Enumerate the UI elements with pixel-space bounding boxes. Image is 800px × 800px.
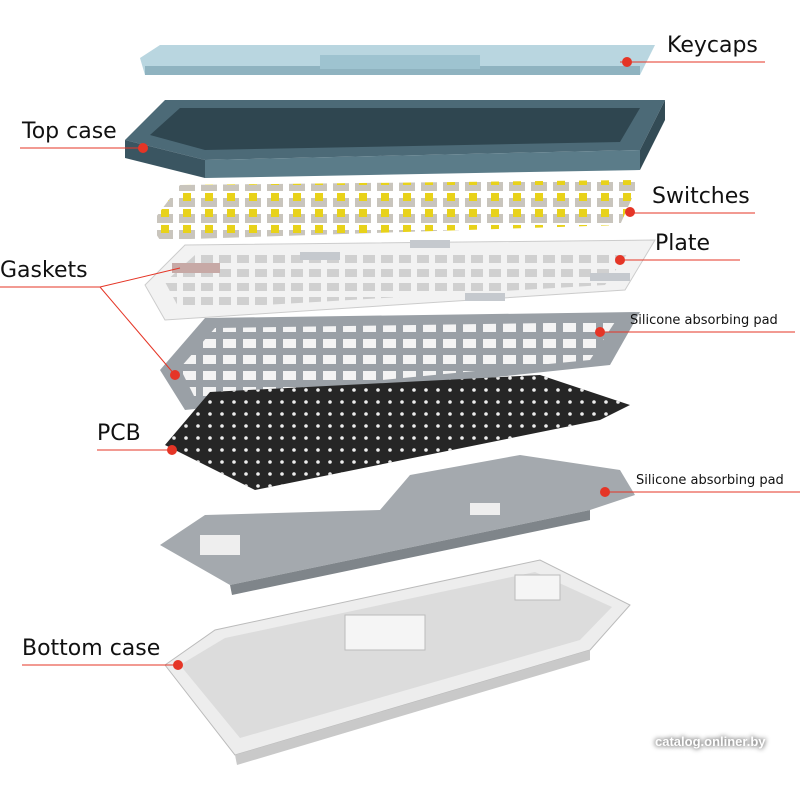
watermark: catalog.onliner.by bbox=[655, 734, 766, 749]
label-plate: Plate bbox=[655, 231, 711, 256]
gaskets-marker bbox=[170, 370, 180, 380]
label-bottom-case: Bottom case bbox=[22, 636, 161, 661]
pcb-marker bbox=[167, 445, 177, 455]
plate-layer bbox=[144, 239, 656, 332]
switches-marker bbox=[625, 207, 635, 217]
top-case-layer bbox=[125, 100, 665, 178]
label-pcb: PCB bbox=[97, 421, 141, 446]
silicone-pad-lower-layer bbox=[160, 455, 635, 595]
label-gaskets: Gaskets bbox=[0, 258, 88, 283]
keycaps-layer bbox=[140, 45, 655, 75]
pcb-layer bbox=[165, 375, 630, 490]
label-silicone-pad-lower: Silicone absorbing pad bbox=[636, 473, 784, 488]
bottom-case-marker bbox=[173, 660, 183, 670]
silicone-pad-upper-marker bbox=[595, 327, 605, 337]
label-top-case: Top case bbox=[22, 119, 117, 144]
bottom-case-layer bbox=[164, 559, 631, 765]
marker-dots bbox=[138, 57, 635, 670]
keycaps-marker bbox=[622, 57, 632, 67]
switches-layer bbox=[150, 180, 640, 240]
leader-lines bbox=[0, 61, 800, 666]
plate-marker bbox=[615, 255, 625, 265]
silicone-pad-lower-marker bbox=[600, 487, 610, 497]
top-case-marker bbox=[138, 143, 148, 153]
label-switches: Switches bbox=[652, 184, 750, 209]
label-keycaps: Keycaps bbox=[667, 33, 758, 58]
label-silicone-pad-upper: Silicone absorbing pad bbox=[630, 313, 778, 328]
silicone-pad-upper-layer bbox=[160, 312, 640, 410]
